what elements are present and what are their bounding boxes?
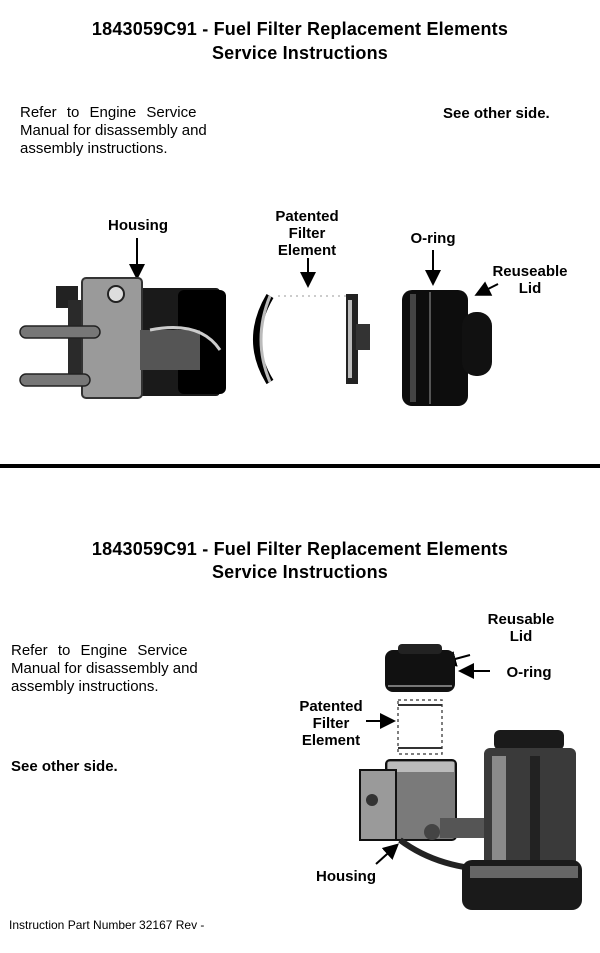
bottom-label-oring: O-ring <box>506 664 552 681</box>
top-refer-line1: Refer to Engine Service <box>20 104 197 121</box>
top-see-other-side: See other side. <box>443 105 550 122</box>
bottom-title-line2: Service Instructions <box>211 562 389 582</box>
top-label-lid: Reuseable Lid <box>480 263 580 297</box>
bottom-label-housing: Housing <box>316 868 376 885</box>
bottom-label-patented-1: Patented <box>299 698 363 715</box>
bottom-refer-line3: assembly instructions. <box>11 678 159 695</box>
top-refer-line3: assembly instructions. <box>20 140 168 157</box>
bottom-label-lid-1: Reusable <box>487 611 555 628</box>
bottom-see-other-side: See other side. <box>11 758 118 775</box>
top-label-patented-2: Filter <box>288 225 326 242</box>
top-filter-element-illustration <box>253 293 370 385</box>
top-label-lid-2: Lid <box>518 280 542 297</box>
bottom-lid-illustration <box>385 644 455 692</box>
bottom-label-patented-3: Element <box>301 732 361 749</box>
top-label-patented: Patented Filter Element <box>262 208 352 259</box>
bottom-label-patented: Patented Filter Element <box>286 698 376 749</box>
bottom-label-lid-2: Lid <box>509 628 533 645</box>
top-lid-illustration <box>402 290 492 406</box>
top-refer-text: Refer to Engine Service Manual for disas… <box>20 104 207 158</box>
instruction-part-number: Instruction Part Number 32167 Rev - <box>9 918 205 932</box>
top-refer-line2: Manual for disassembly and <box>20 122 207 139</box>
bottom-label-patented-2: Filter <box>312 715 350 732</box>
top-label-lid-1: Reuseable <box>492 263 568 280</box>
top-housing-illustration <box>19 277 226 399</box>
top-title-line1: 1843059C91 - Fuel Filter Replacement Ele… <box>91 19 509 39</box>
bottom-filter-element-illustration <box>397 699 443 755</box>
bottom-refer-line2: Manual for disassembly and <box>11 660 198 677</box>
top-label-oring: O-ring <box>410 230 456 247</box>
top-arrow-lid <box>474 281 499 296</box>
bottom-canister-illustration <box>462 730 582 910</box>
top-title-line2: Service Instructions <box>211 43 389 63</box>
top-label-patented-1: Patented <box>275 208 339 225</box>
bottom-label-lid: Reusable Lid <box>476 611 566 645</box>
bottom-refer-line1: Refer to Engine Service <box>11 642 188 659</box>
bottom-arrow-housing <box>375 843 399 865</box>
section-divider <box>0 464 600 468</box>
top-label-housing: Housing <box>108 217 168 234</box>
bottom-title-line1: 1843059C91 - Fuel Filter Replacement Ele… <box>91 539 509 559</box>
bottom-refer-text: Refer to Engine Service Manual for disas… <box>11 642 198 696</box>
top-label-patented-3: Element <box>277 242 337 259</box>
